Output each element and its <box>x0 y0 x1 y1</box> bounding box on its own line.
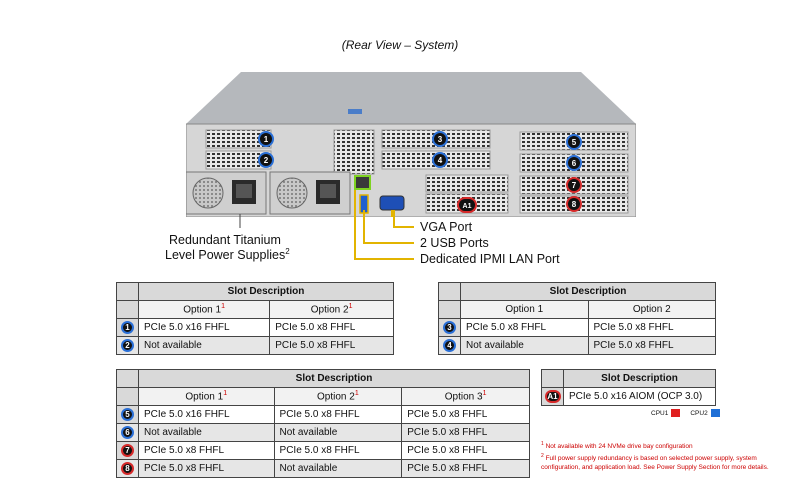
svg-text:5: 5 <box>572 138 577 147</box>
mid-vent <box>333 129 375 175</box>
column-header: Option 21 <box>269 300 394 319</box>
table-corner <box>116 369 139 388</box>
table-cell: PCIe 5.0 x8 FHFL <box>587 318 716 337</box>
ipmi-port-callout: Dedicated IPMI LAN Port <box>420 252 560 266</box>
table-cell: PCIe 5.0 x8 FHFL <box>401 459 530 478</box>
table-cell: PCIe 5.0 x8 FHFL <box>273 441 403 460</box>
table-corner <box>438 300 461 319</box>
table-row: 8 PCIe 5.0 x8 FHFL Not available PCIe 5.… <box>116 459 530 478</box>
table-row: 3 PCIe 5.0 x8 FHFL PCIe 5.0 x8 FHFL <box>438 318 716 337</box>
svg-text:A1: A1 <box>463 203 472 210</box>
table-cell: PCIe 5.0 x16 FHFL <box>137 318 271 337</box>
psu-callout-line1: Redundant Titanium <box>169 233 281 247</box>
table-corner <box>438 282 461 301</box>
column-header: Option 11 <box>137 300 271 319</box>
slot-badge: 1 <box>121 321 134 334</box>
table-cell: PCIe 5.0 x8 FHFL <box>460 318 589 337</box>
column-header: Option 21 <box>273 387 403 406</box>
chassis-top-cover <box>186 72 636 124</box>
cpu-legend: CPU1 CPU2 <box>651 409 720 417</box>
slot-table-5-8: Slot Description Option 11 Option 21 Opt… <box>116 369 530 478</box>
table-cell: Not available <box>460 336 589 355</box>
table-cell: PCIe 5.0 x8 FHFL <box>587 336 716 355</box>
slot-table-a1: Slot Description A1 PCIe 5.0 x16 AIOM (O… <box>541 369 716 406</box>
svg-text:8: 8 <box>572 200 577 209</box>
footnote-2: 2 Full power supply redundancy is based … <box>541 452 769 471</box>
table-cell: PCIe 5.0 x8 FHFL <box>273 405 403 424</box>
slot-badge: 4 <box>443 339 456 352</box>
usb-ports-callout: 2 USB Ports <box>420 236 489 250</box>
svg-text:2: 2 <box>264 156 269 165</box>
slot-badge: 7 <box>121 444 134 457</box>
table-corner <box>116 387 139 406</box>
psu-callout-line2: Level Power Supplies2 <box>165 247 290 263</box>
table-row: 2 Not available PCIe 5.0 x8 FHFL <box>116 336 394 355</box>
table-corner <box>116 300 139 319</box>
column-header: Option 11 <box>138 387 275 406</box>
center-vent <box>425 174 509 193</box>
slot-badge: 2 <box>121 339 134 352</box>
table-cell: PCIe 5.0 x8 FHFL <box>401 423 530 442</box>
cpu1-label: CPU1 <box>651 409 669 417</box>
table-cell: Not available <box>137 336 271 355</box>
vga-port-callout: VGA Port <box>420 220 473 234</box>
table-row: 4 Not available PCIe 5.0 x8 FHFL <box>438 336 716 355</box>
figure-caption: (Rear View – System) <box>341 38 459 52</box>
table-cell: PCIe 5.0 x8 FHFL <box>269 318 394 337</box>
footnote-1: 1 Not available with 24 NVMe drive bay c… <box>541 441 693 451</box>
table-cell: PCIe 5.0 x16 AIOM (OCP 3.0) <box>563 387 716 406</box>
table-corner <box>116 282 139 301</box>
footnotes: 1 Not available with 24 NVMe drive bay c… <box>541 440 781 472</box>
cpu2-swatch <box>710 409 720 417</box>
table-corner <box>541 369 564 388</box>
column-header: Option 1 <box>460 300 589 319</box>
ipmi-lan-port <box>354 175 371 190</box>
svg-text:4: 4 <box>438 156 443 165</box>
slot-badge: 6 <box>121 426 134 439</box>
table-cell: PCIe 5.0 x8 FHFL <box>401 405 530 424</box>
table-cell: PCIe 5.0 x8 FHFL <box>138 459 275 478</box>
slot-table-1-2: Slot Description Option 11 Option 21 1 P… <box>116 282 394 355</box>
cpu2-label: CPU2 <box>690 409 708 417</box>
table-cell: Not available <box>273 423 403 442</box>
table-row: A1 PCIe 5.0 x16 AIOM (OCP 3.0) <box>541 387 716 406</box>
table-cell: Not available <box>138 423 275 442</box>
svg-text:7: 7 <box>572 181 577 190</box>
slot-badge: A1 <box>544 390 561 403</box>
slot-table-3-4: Slot Description Option 1 Option 2 3 PCI… <box>438 282 716 355</box>
table-title: Slot Description <box>563 369 716 388</box>
slot-badge: 8 <box>121 462 134 475</box>
column-header: Option 31 <box>401 387 530 406</box>
column-header: Option 2 <box>587 300 716 319</box>
table-cell: PCIe 5.0 x8 FHFL <box>138 441 275 460</box>
table-row: 1 PCIe 5.0 x16 FHFL PCIe 5.0 x8 FHFL <box>116 318 394 337</box>
table-title: Slot Description <box>138 282 394 301</box>
cpu1-swatch <box>671 409 681 417</box>
table-row: 7 PCIe 5.0 x8 FHFL PCIe 5.0 x8 FHFL PCIe… <box>116 441 530 460</box>
svg-text:3: 3 <box>438 135 443 144</box>
chassis-label <box>348 109 362 114</box>
slot-badge: 5 <box>121 408 134 421</box>
table-title: Slot Description <box>138 369 530 388</box>
server-rear-chassis: 1 2 3 4 5 6 7 8 A1 <box>186 72 636 217</box>
table-cell: Not available <box>273 459 403 478</box>
table-cell: PCIe 5.0 x8 FHFL <box>401 441 530 460</box>
table-cell: PCIe 5.0 x8 FHFL <box>269 336 394 355</box>
svg-text:1: 1 <box>264 135 269 144</box>
chassis-badges: 1 2 3 4 5 6 7 8 A1 <box>258 131 582 213</box>
table-cell: PCIe 5.0 x16 FHFL <box>138 405 275 424</box>
svg-text:6: 6 <box>572 159 577 168</box>
table-title: Slot Description <box>460 282 716 301</box>
slot-badge: 3 <box>443 321 456 334</box>
table-row: 5 PCIe 5.0 x16 FHFL PCIe 5.0 x8 FHFL PCI… <box>116 405 530 424</box>
table-row: 6 Not available Not available PCIe 5.0 x… <box>116 423 530 442</box>
